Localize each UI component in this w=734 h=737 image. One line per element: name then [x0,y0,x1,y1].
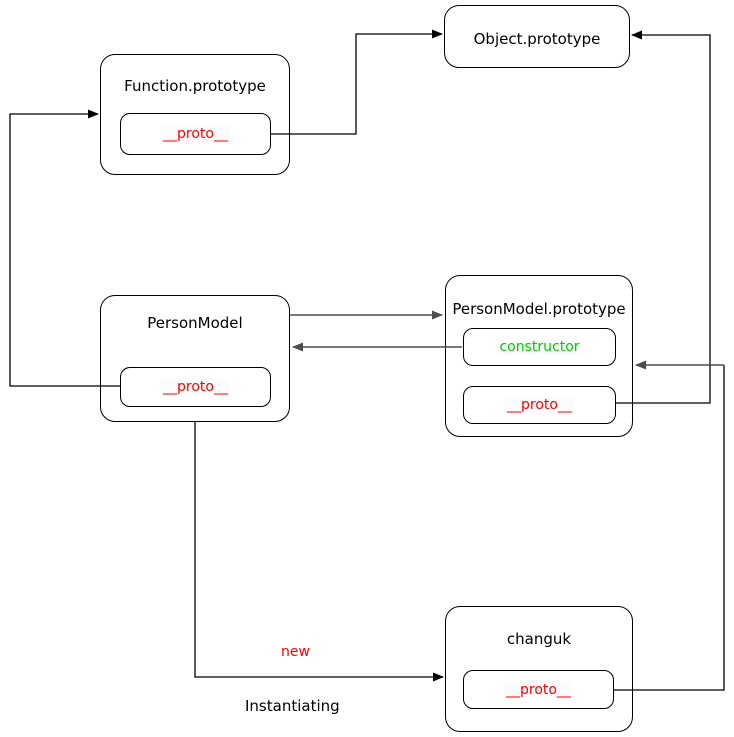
slot-person-model-prototype-constructor: constructor [463,328,616,366]
node-function-prototype-label: Function.prototype [124,77,266,95]
node-object-prototype: Object.prototype [444,5,630,68]
node-person-model-label: PersonModel [147,314,243,332]
slot-person-model-prototype-proto: __proto__ [463,386,616,424]
slot-changuk-proto-label: __proto__ [504,681,573,698]
slot-person-model-prototype-proto-label: __proto__ [505,397,574,413]
node-function-prototype: Function.prototype __proto__ [100,54,290,175]
slot-person-model-proto-label: __proto__ [161,379,230,395]
node-person-model-prototype-label: PersonModel.prototype [452,300,626,318]
new-keyword-label: new [281,644,310,660]
edge-personmodel-to-changuk [194,422,444,682]
slot-function-prototype-proto: __proto__ [120,113,271,155]
node-object-prototype-label: Object.prototype [473,30,601,48]
instantiating-label: Instantiating [245,697,340,715]
node-changuk: changuk __proto__ [445,606,633,732]
node-person-model: PersonModel __proto__ [100,295,290,422]
slot-person-model-prototype-constructor-label: constructor [497,339,582,355]
slot-changuk-proto: __proto__ [463,670,614,709]
edge-functionproto-to-objectprototype [270,29,443,135]
node-changuk-label: changuk [506,630,572,648]
slot-person-model-proto: __proto__ [120,367,271,407]
slot-function-prototype-proto-label: __proto__ [161,126,230,142]
node-person-model-prototype: PersonModel.prototype constructor __prot… [445,275,633,437]
